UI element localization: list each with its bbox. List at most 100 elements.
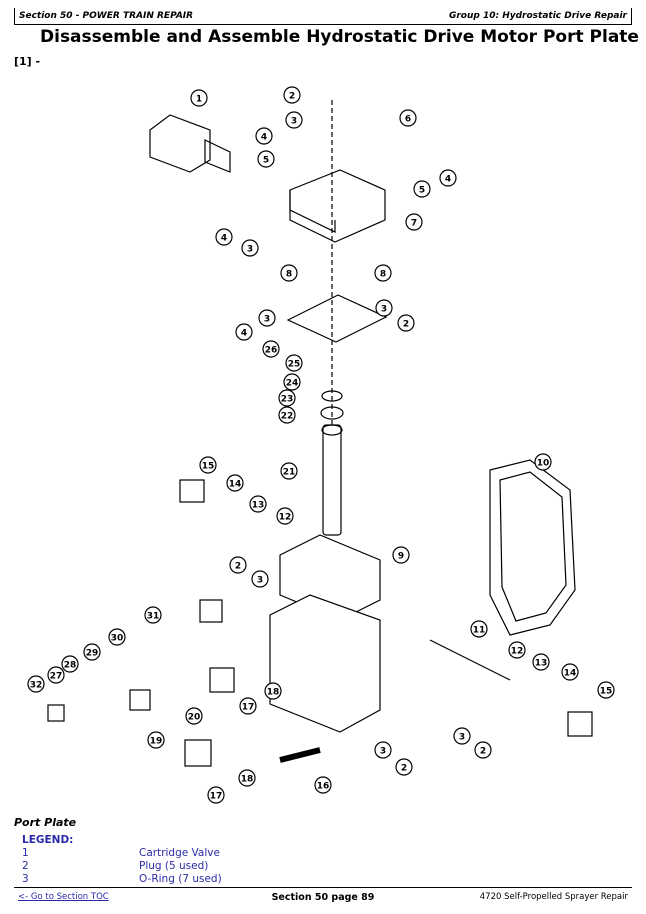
callout-number: 8 xyxy=(286,270,292,280)
callout-number: 12 xyxy=(279,513,292,523)
callout-number: 21 xyxy=(283,468,296,478)
callout-number: 4 xyxy=(241,329,247,339)
callout-number: 12 xyxy=(511,647,524,657)
callout-circle xyxy=(238,769,256,787)
legend-heading: LEGEND: xyxy=(22,834,74,846)
callout-number: 3 xyxy=(264,315,270,325)
callout-number: 11 xyxy=(473,626,486,636)
callout-circle xyxy=(215,228,233,246)
callout-number: 4 xyxy=(445,175,451,185)
callout-circle xyxy=(283,86,301,104)
callout-number: 17 xyxy=(242,703,255,713)
callout-number: 13 xyxy=(252,501,265,511)
callout-number: 9 xyxy=(398,552,404,562)
callout-circle xyxy=(439,169,457,187)
callout-number: 19 xyxy=(150,737,163,747)
callout-number: 3 xyxy=(459,733,465,743)
callout-number: 3 xyxy=(247,245,253,255)
legend-num: 3 xyxy=(22,873,29,885)
callout-circle xyxy=(147,731,165,749)
callout-circle xyxy=(283,373,301,391)
callout-number: 30 xyxy=(111,634,124,644)
callout-number: 22 xyxy=(281,412,294,422)
callout-circle xyxy=(251,570,269,588)
callout-circle xyxy=(375,299,393,317)
callout-circle xyxy=(27,675,45,693)
section-toc-link[interactable]: <- Go to Section TOC xyxy=(18,892,109,902)
callout-circle xyxy=(255,127,273,145)
callout-circle xyxy=(185,707,203,725)
callout-number: 26 xyxy=(265,346,278,356)
callout-circle xyxy=(239,697,257,715)
callout-circle xyxy=(226,474,244,492)
callout-circle xyxy=(278,406,296,424)
callout-circle xyxy=(392,546,410,564)
callout-number: 14 xyxy=(564,669,577,679)
page-number: Section 50 page 89 xyxy=(271,892,375,903)
callout-circle xyxy=(280,462,298,480)
callout-circle xyxy=(453,727,471,745)
callout-circle xyxy=(374,264,392,282)
callout-circle xyxy=(285,354,303,372)
callout-number: 31 xyxy=(147,612,160,622)
callout-circle xyxy=(249,495,267,513)
callout-number: 2 xyxy=(480,747,486,757)
section-label: Section 50 - POWER TRAIN REPAIR xyxy=(19,11,194,21)
callout-circle xyxy=(235,323,253,341)
callout-number: 29 xyxy=(86,649,99,659)
callout-number: 6 xyxy=(405,115,411,125)
callout-number: 1 xyxy=(196,95,202,105)
callout-circle xyxy=(285,111,303,129)
group-label: Group 10: Hydrostatic Drive Repair xyxy=(448,11,627,21)
callout-circle xyxy=(229,556,247,574)
callout-circle xyxy=(144,606,162,624)
callout-number: 24 xyxy=(286,379,299,389)
callout-circle xyxy=(405,213,423,231)
callout-number: 2 xyxy=(289,92,295,102)
callout-number: 8 xyxy=(380,270,386,280)
callout-circle xyxy=(397,314,415,332)
callout-number: 2 xyxy=(403,320,409,330)
callout-circle xyxy=(374,741,392,759)
callout-circle xyxy=(83,643,101,661)
callout-number: 14 xyxy=(229,480,242,490)
callout-circle xyxy=(257,150,275,168)
callout-number: 15 xyxy=(600,687,613,697)
callout-number: 4 xyxy=(221,234,227,244)
callout-circle xyxy=(597,681,615,699)
callout-circle xyxy=(534,453,552,471)
callout-number: 3 xyxy=(380,747,386,757)
callout-circle xyxy=(314,776,332,794)
legend-num: 2 xyxy=(22,860,29,872)
callout-circle xyxy=(262,340,280,358)
legend-desc: Cartridge Valve xyxy=(139,847,220,859)
parts-drawing xyxy=(47,100,593,767)
callout-number: 3 xyxy=(291,117,297,127)
figure-caption: Port Plate xyxy=(14,816,77,829)
callout-number: 5 xyxy=(419,186,425,196)
callout-circle xyxy=(47,666,65,684)
callout-number: 7 xyxy=(411,219,417,229)
callout-circle xyxy=(241,239,259,257)
callout-circle xyxy=(61,655,79,673)
callout-circle xyxy=(199,456,217,474)
callout-number: 17 xyxy=(210,792,223,802)
legend-desc: Plug (5 used) xyxy=(139,860,209,872)
callout-number: 18 xyxy=(267,688,280,698)
page-title: Disassemble and Assemble Hydrostatic Dri… xyxy=(40,27,639,47)
legend-desc: O-Ring (7 used) xyxy=(139,873,222,885)
callout-number: 32 xyxy=(30,681,43,691)
callout-number: 2 xyxy=(235,562,241,572)
callout-circle xyxy=(276,507,294,525)
callout-number: 5 xyxy=(263,156,269,166)
callout-number: 4 xyxy=(261,133,267,143)
callout-circle xyxy=(278,389,296,407)
callout-circle xyxy=(395,758,413,776)
callout-number: 16 xyxy=(317,782,330,792)
callout-circle xyxy=(258,309,276,327)
